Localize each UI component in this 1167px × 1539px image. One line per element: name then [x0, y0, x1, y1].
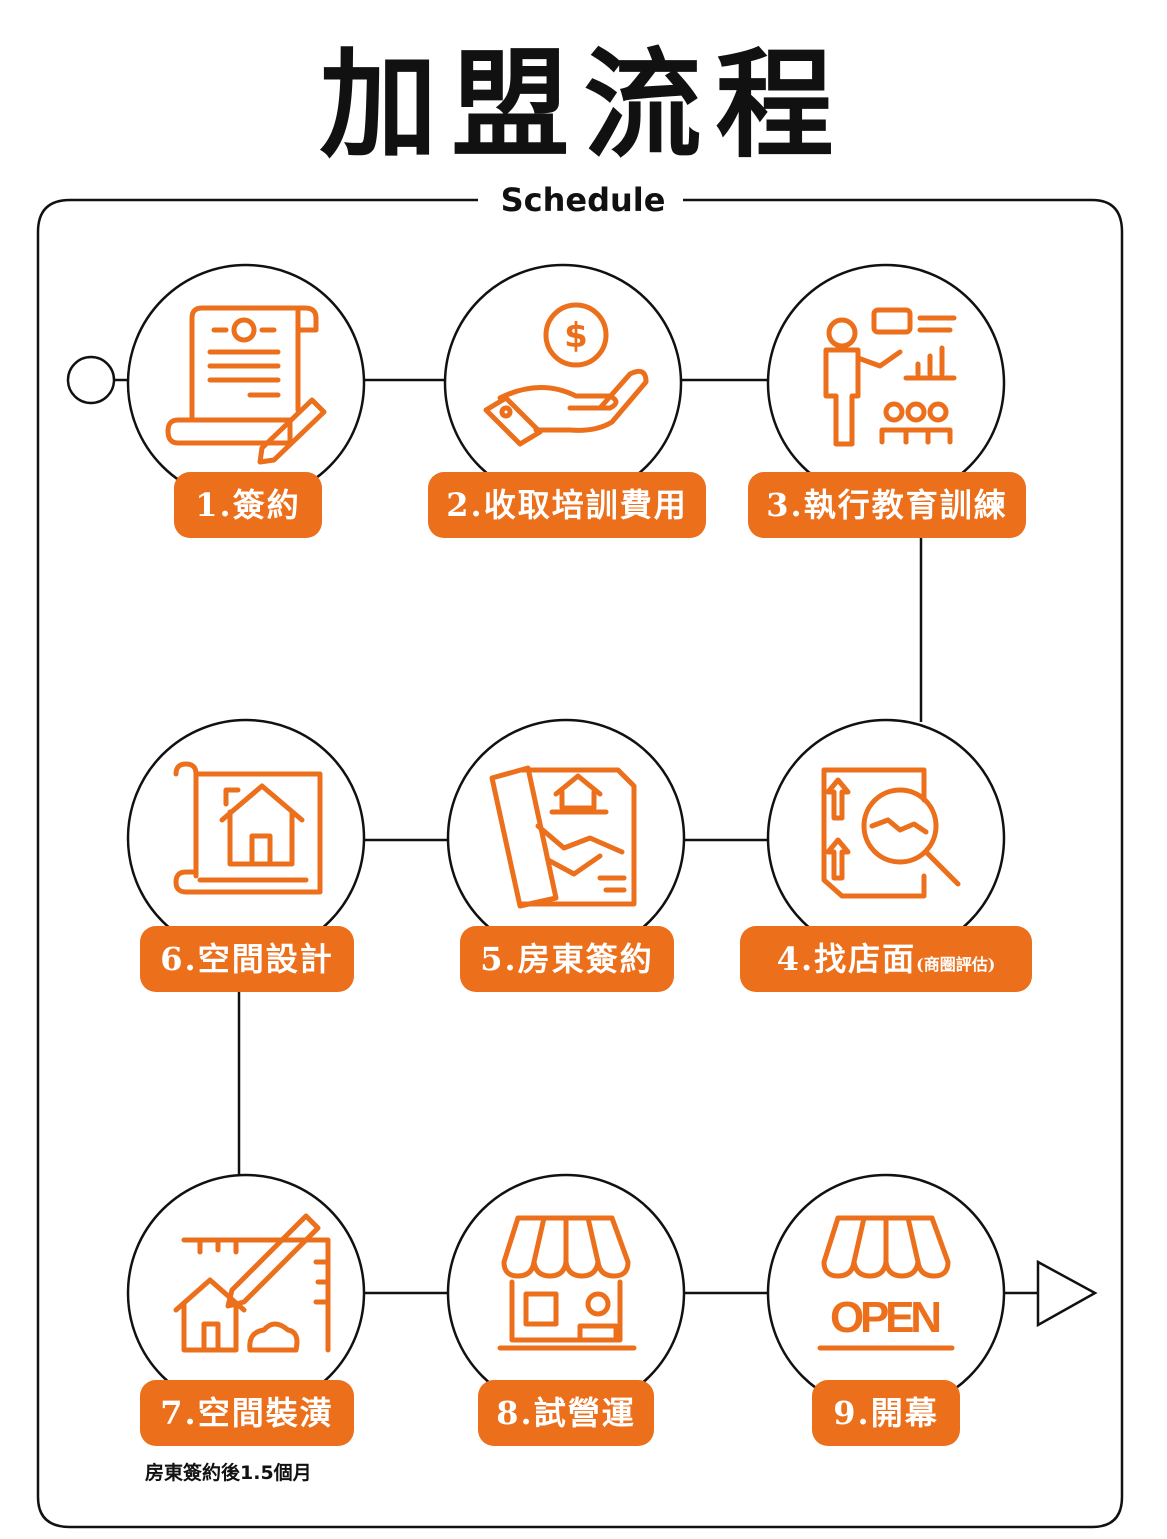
step-4-label: 4.找店面(商圈評估): [740, 926, 1032, 992]
contract-scroll-pen-icon: [165, 305, 327, 465]
hand-dollar-coin-icon: $: [483, 302, 649, 447]
step-6-circle: [126, 718, 366, 958]
end-arrow-icon: [1036, 1259, 1098, 1328]
property-handshake-icon: [489, 765, 637, 909]
subtitle: Schedule: [483, 178, 683, 222]
house-pencil-ruler-icon: [173, 1213, 331, 1353]
step-1-label: 1.簽約: [174, 472, 322, 538]
step-8-circle: [446, 1173, 686, 1413]
open-sign-text: OPEN: [830, 1293, 942, 1342]
step-5-circle: [446, 718, 686, 958]
page-title: 加盟流程: [319, 35, 848, 174]
step-3-label: 3.執行教育訓練: [748, 472, 1026, 538]
open-shop-sign-icon: OPEN: [817, 1215, 955, 1351]
svg-text:$: $: [564, 316, 588, 356]
step-2-label: 2.收取培訓費用: [428, 472, 706, 538]
magnifier-chart-icon: [821, 767, 961, 899]
start-node: [66, 355, 116, 405]
step-6-label: 6.空間設計: [140, 926, 354, 992]
step-4-sub: (商圈評估): [916, 955, 996, 974]
shop-awning-icon: [497, 1215, 637, 1351]
step-8-label: 8.試營運: [478, 1380, 654, 1446]
house-blueprint-icon: [173, 761, 323, 895]
presenter-audience-icon: [823, 307, 957, 447]
step-1-circle: [126, 263, 366, 503]
step-7-note: 房東簽約後1.5個月: [145, 1462, 312, 1484]
step-4-circle: [766, 718, 1006, 958]
step-3-circle: [766, 263, 1006, 503]
step-7-label: 7.空間裝潢: [140, 1380, 354, 1446]
step-9-label: 9.開幕: [812, 1380, 960, 1446]
step-5-label: 5.房東簽約: [460, 926, 674, 992]
